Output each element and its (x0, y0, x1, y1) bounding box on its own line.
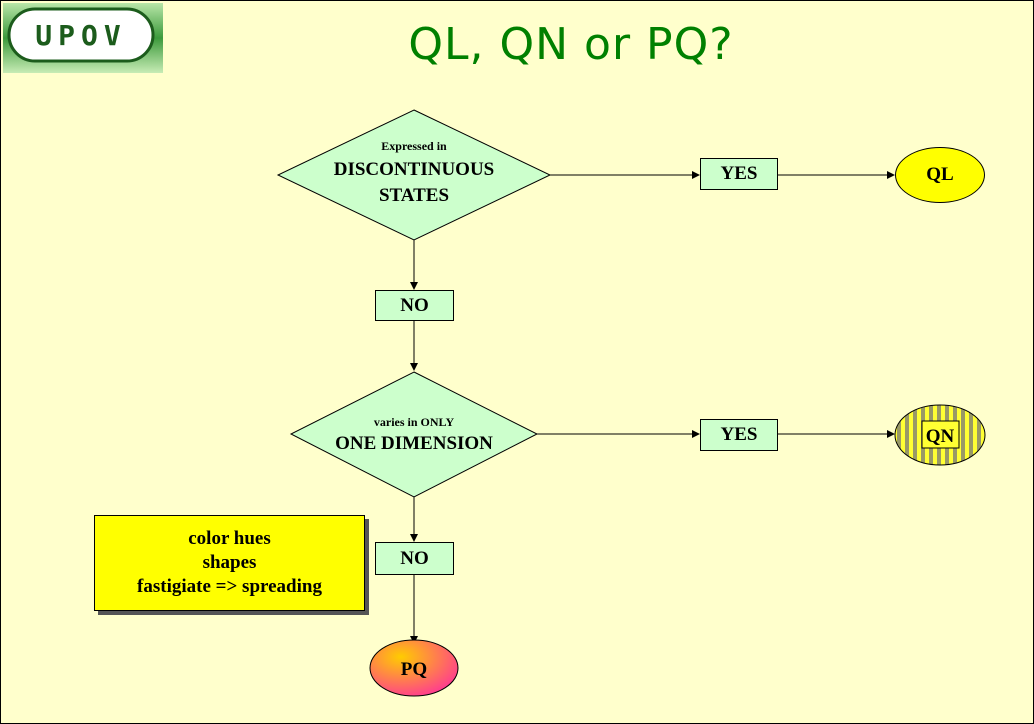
decision1-line3: STATES (379, 185, 449, 206)
result-ql-oval: QL (895, 147, 985, 203)
decision1-line2: DISCONTINUOUS (334, 159, 494, 180)
examples-note: color hues shapes fastigiate => spreadin… (94, 515, 365, 611)
result-ql-label: QL (926, 164, 954, 185)
result-qn-label: QN (926, 426, 955, 447)
no-box-2: NO (375, 542, 454, 575)
no-box-1: NO (375, 290, 454, 321)
upov-logo: UPOV (3, 3, 163, 73)
result-qn-label-box (921, 420, 960, 449)
note-line-2: shapes (202, 552, 257, 574)
yes-box-1: YES (700, 158, 778, 190)
decision1-line1: Expressed in (381, 139, 447, 153)
page-title: QL, QN or PQ? (408, 19, 734, 70)
decision2-line2: ONE DIMENSION (335, 433, 493, 454)
svg-text:UPOV: UPOV (35, 19, 126, 52)
result-pq-label: PQ (401, 659, 427, 680)
result-pq-oval (369, 639, 459, 697)
note-line-1: color hues (188, 528, 271, 550)
yes-box-2: YES (700, 419, 778, 451)
note-line-3: fastigiate => spreading (137, 575, 322, 597)
decision2-line1: varies in ONLY (374, 415, 455, 429)
